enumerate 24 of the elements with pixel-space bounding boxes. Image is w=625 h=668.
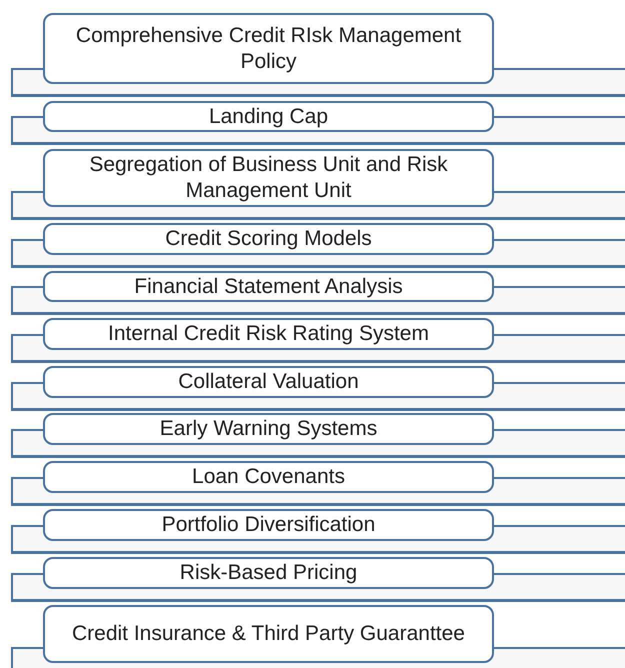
- box-label: Portfolio Diversification: [160, 512, 376, 538]
- box-label: Loan Covenants: [191, 464, 346, 490]
- text-box: [43, 366, 494, 398]
- text-box: [43, 509, 494, 541]
- box-label: Early Warning Systems: [158, 416, 378, 442]
- text-box: [43, 461, 494, 493]
- text-box: [43, 13, 494, 84]
- text-box: [43, 557, 494, 589]
- text-box: [43, 318, 494, 350]
- box-label: Landing Cap: [208, 104, 330, 130]
- box-label: Collateral Valuation: [177, 369, 360, 395]
- text-box: [43, 271, 494, 302]
- text-box: [43, 605, 494, 663]
- box-label: Segregation of Business Unit and Risk Management Unit: [88, 152, 449, 204]
- text-box: [43, 413, 494, 445]
- box-label: Risk-Based Pricing: [178, 560, 358, 586]
- text-box: [43, 149, 494, 207]
- text-box: [43, 223, 494, 255]
- box-label: Comprehensive Credit RIsk Management Policy: [74, 22, 462, 74]
- box-label: Financial Statement Analysis: [133, 274, 404, 300]
- box-label: Credit Scoring Models: [164, 226, 373, 252]
- box-label: Internal Credit Risk Rating System: [107, 321, 430, 347]
- text-box: [43, 101, 494, 132]
- box-label: Credit Insurance & Third Party Guaranttee: [71, 621, 466, 647]
